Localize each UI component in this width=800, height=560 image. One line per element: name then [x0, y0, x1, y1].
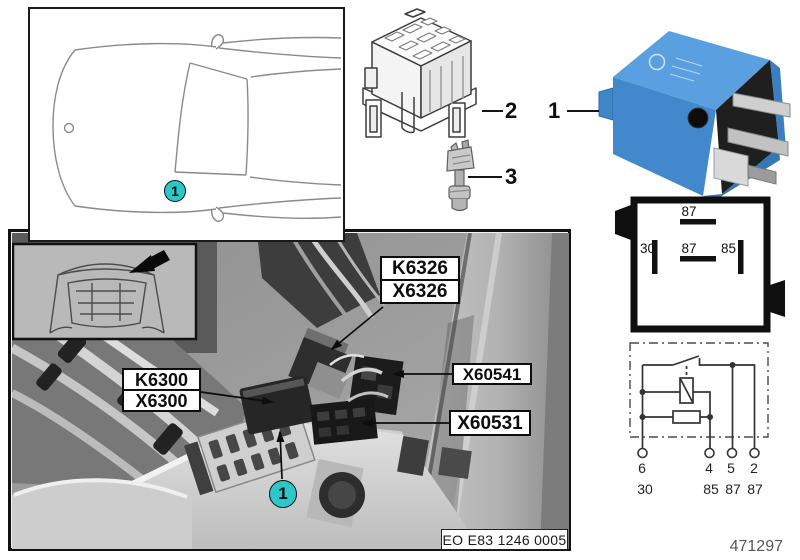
pin-connector-drawing — [446, 139, 475, 212]
circuit-schematic: 6 4 5 2 30 85 87 87 — [629, 342, 769, 497]
callout-1-relay: 1 — [548, 98, 561, 123]
pin-30-label: 30 — [640, 241, 655, 256]
pin-85-label: 85 — [721, 241, 736, 256]
label-group-x60541: X60541 — [452, 363, 532, 385]
label-x6326: X6326 — [380, 279, 460, 304]
terminal-6: 6 — [638, 460, 646, 476]
inset-pointer-arrow — [129, 250, 170, 273]
label-x60541: X60541 — [452, 363, 532, 385]
car-location-badge[interactable]: 1 — [164, 180, 186, 202]
photo-badge-number: 1 — [278, 484, 288, 503]
inset-car-front — [12, 242, 198, 341]
engine-bay-scene — [12, 233, 569, 549]
terminal-5: 5 — [727, 460, 735, 476]
label-k6300: K6300 — [122, 368, 201, 391]
label-group-k6300: K6300 X6300 — [122, 368, 201, 412]
terminal-5-pin: 87 — [725, 481, 741, 497]
terminal-2-pin: 87 — [747, 481, 763, 497]
pin-87-center-label: 87 — [681, 241, 696, 256]
car-top-view — [52, 34, 342, 222]
relay-carrier — [12, 415, 482, 549]
photo-location-badge[interactable]: 1 — [269, 480, 297, 508]
label-k6326: K6326 — [380, 256, 460, 281]
label-x60531: X60531 — [449, 410, 531, 436]
terminal-2: 2 — [750, 460, 758, 476]
relay-socket-drawing — [362, 8, 477, 138]
terminal-4-pin: 85 — [703, 481, 719, 497]
connector-x60531-photo — [310, 398, 378, 445]
engine-bay-photo — [8, 229, 571, 551]
relay-photo-drawing — [598, 31, 791, 202]
car-badge-number: 1 — [171, 183, 179, 199]
callout-lines — [468, 110, 599, 178]
pin-87-top-label: 87 — [681, 204, 696, 219]
label-group-x60531: X60531 — [449, 410, 531, 436]
part-number: 471297 — [729, 538, 783, 555]
terminal-6-pin: 30 — [637, 481, 653, 497]
callout-3-pin: 3 — [505, 164, 518, 189]
pin-diagram: 87 30 87 85 — [615, 196, 785, 333]
callout-2-socket: 2 — [505, 98, 518, 123]
label-group-k6326: K6326 X6326 — [380, 256, 460, 304]
label-x6300: X6300 — [122, 389, 201, 412]
terminal-4: 4 — [705, 460, 713, 476]
image-code: EO E83 1246 0005 — [441, 529, 568, 550]
relay-cluster — [239, 327, 404, 445]
car-location-panel — [28, 7, 345, 242]
